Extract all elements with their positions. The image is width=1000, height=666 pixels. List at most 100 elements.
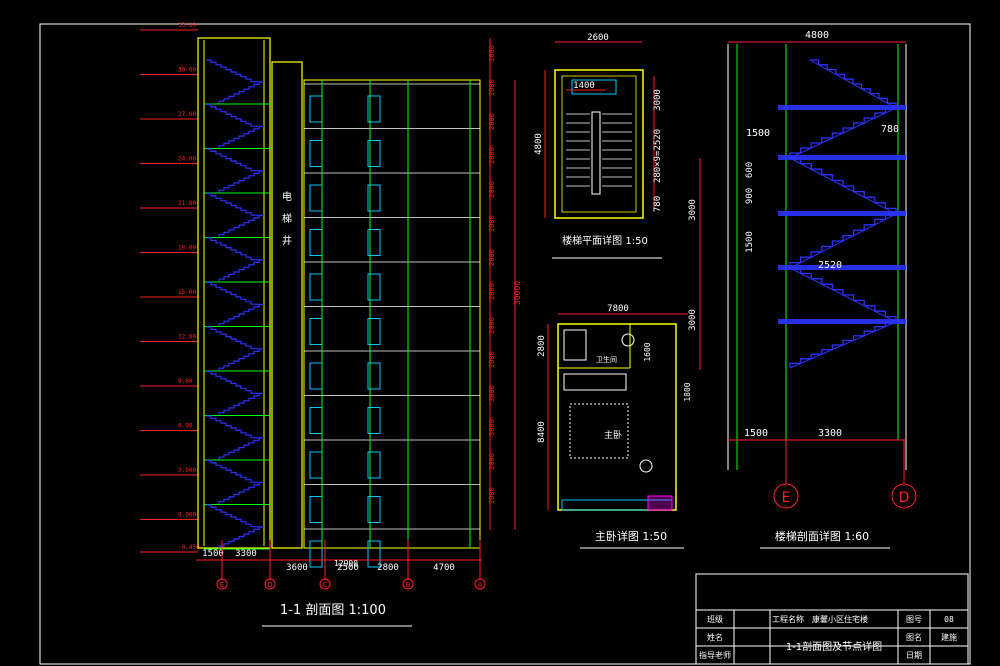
right-dim-label: 2000 [488, 487, 496, 504]
level-label: 27.00 [178, 111, 196, 118]
right-dim-label: 2000 [488, 147, 496, 164]
bottom-dim-1: 1500 [202, 549, 224, 559]
stair-plan-outline [554, 69, 644, 219]
axis-b-bubble [402, 578, 414, 590]
axis-d-bubble [264, 578, 276, 590]
stair-section-axis-d-label: D [899, 490, 910, 506]
bottom-dim-6: 4700 [433, 563, 455, 573]
stair-section-soffit [789, 157, 897, 215]
section-window [309, 318, 323, 345]
stair-plan-detail: 2600 1400 4800 3000 280×9=2520 780 楼梯平面详… [534, 33, 663, 259]
stair-section-landing [778, 319, 906, 324]
section-stair-flight [206, 59, 265, 104]
stair-section-soffit [789, 213, 897, 269]
section-window [309, 229, 323, 256]
bedroom-detail: 7800 卫生间 主卧 2800 8400 1600 1800 主卧详图 1:5… [537, 304, 692, 549]
stair-section-dim-900: 900 [745, 188, 755, 204]
section-window [309, 95, 323, 123]
right-dim-label: 3000 [488, 419, 496, 436]
section-window [367, 407, 381, 434]
stair-section-left-dim-1: 3000 [688, 199, 698, 221]
axis-b-label: B [406, 581, 411, 589]
axis-d-label: D [267, 581, 272, 589]
stair-section-axis-e-bubble [773, 483, 799, 509]
stair-plan-inner-width: 1400 [573, 81, 595, 91]
drawing-frame [39, 23, 971, 665]
bottom-overlap-label: 12900 [334, 559, 358, 568]
stair-plan-title: 楼梯平面详图 1:50 [562, 234, 648, 247]
section-stair-flight [206, 103, 265, 149]
section-stair-flight [206, 459, 265, 505]
right-dim-label: 2000 [488, 79, 496, 96]
section-stair-flight [206, 415, 265, 460]
right-dim-label: 2000 [488, 283, 496, 300]
section-window [367, 140, 381, 167]
section-window [309, 540, 323, 568]
stair-section-dim-1500b: 1500 [745, 231, 755, 253]
stair-section-bottom-dim-2: 3300 [818, 428, 842, 439]
stair-section-flights [778, 59, 906, 369]
title-block: 班级 工程名称 康馨小区住宅楼 图号 08 姓名 1-1剖面图及节点详图 图名 … [695, 573, 969, 665]
stair-plan-height: 4800 [534, 133, 544, 155]
building-section-outline [303, 79, 481, 549]
section-stair-flight [206, 148, 265, 193]
stair-plan-bottom-dim: 780 [653, 196, 663, 212]
tutor-label: 指导老师 [699, 650, 731, 660]
level-label: 3.000 [178, 467, 196, 474]
section-window [309, 362, 323, 390]
bedroom-right-dim-1: 1600 [643, 342, 652, 361]
section-stair-flight [206, 370, 265, 416]
elevator-label-3: 井 [282, 234, 292, 247]
stair-section-landing [778, 265, 906, 270]
stair-section-landing [778, 211, 906, 216]
level-label: 6.00 [178, 423, 193, 430]
section-window [367, 273, 381, 301]
level-label: 0.000 [178, 512, 196, 519]
bottom-dim-3: 3600 [286, 563, 308, 573]
stair-section-soffit [809, 59, 897, 109]
project-name: 康馨小区住宅楼 [812, 614, 868, 624]
axis-a-label: A [478, 581, 483, 589]
stair-plan-inner [561, 75, 637, 213]
stair-section-soffit [789, 107, 897, 159]
section-window [367, 451, 381, 479]
elevator-shaft [271, 61, 303, 549]
title-block-frame [695, 573, 969, 665]
section-window [367, 362, 381, 390]
stair-section-dim-1500a: 1500 [746, 128, 770, 139]
section-stair-flight [206, 237, 265, 282]
bedroom-title: 主卧详图 1:50 [595, 529, 667, 543]
bedroom-right-dim-2: 1800 [683, 382, 692, 401]
level-label: 15.00 [178, 289, 196, 296]
bottom-dim-4: 2500 [337, 563, 359, 573]
stair-section-soffit [789, 267, 897, 323]
section-1-1: 33.0030.0027.0024.0021.0018.0015.0012.00… [140, 22, 522, 627]
level-label: 12.00 [178, 334, 196, 341]
section-window [309, 273, 323, 301]
stair-plan-handrail [591, 111, 601, 195]
stair-section-dim-600: 600 [745, 162, 755, 178]
stair-section-detail: 4800 3000 3000 1500 780 600 900 1500 252… [688, 30, 917, 549]
right-dim-label: 2000 [488, 317, 496, 334]
right-dim-label: 2000 [488, 249, 496, 266]
plan-window [571, 79, 617, 95]
level-markers: 33.0030.0027.0024.0021.0018.0015.0012.00… [140, 22, 200, 553]
section-title: 1-1 剖面图 1:100 [280, 603, 386, 618]
stair-section-bottom-dim-1: 1500 [744, 428, 768, 439]
stair-section-dim-780: 780 [881, 124, 899, 135]
stair-section-dim-2520: 2520 [818, 260, 842, 271]
section-axis-bubbles: E D C B A [216, 540, 486, 590]
bottom-dim-5: 2800 [377, 563, 399, 573]
toilet [621, 333, 635, 347]
stair-section-top-width: 4800 [805, 30, 829, 41]
right-dim-label: 1600 [488, 45, 496, 62]
bedroom-outline [557, 323, 677, 511]
section-window [367, 184, 381, 212]
bedroom-width: 7800 [607, 304, 629, 314]
date-label: 日期 [906, 651, 922, 660]
section-window [367, 318, 381, 345]
stair-plan-treads [566, 79, 632, 187]
stair-section-axis-d-bubble [891, 483, 917, 509]
stair-plan-top-dim: 3000 [653, 89, 663, 111]
